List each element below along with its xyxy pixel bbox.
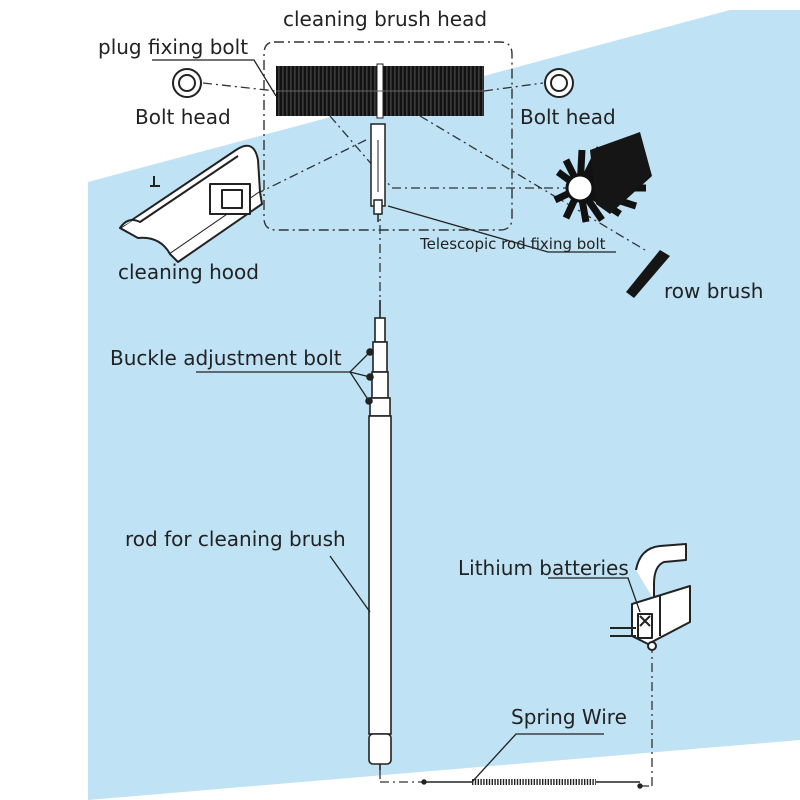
label-lithium-batteries: Lithium batteries: [458, 556, 629, 580]
spring-wire: [421, 779, 643, 789]
label-cleaning-brush-head: cleaning brush head: [283, 7, 488, 31]
leader-lines: [152, 59, 641, 783]
label-cleaning-hood: cleaning hood: [118, 260, 259, 284]
lithium-battery: [610, 543, 691, 651]
label-rod-for-cleaning-brush: rod for cleaning brush: [125, 527, 346, 551]
background-panel: [88, 10, 800, 800]
label-bolt-head-left: Bolt head: [135, 105, 231, 129]
label-bolt-head-right: Bolt head: [520, 105, 616, 129]
cleaning-hood: [119, 144, 263, 263]
label-buckle-adjustment-bolt: Buckle adjustment bolt: [110, 346, 342, 370]
bolt-head-right-icon: [544, 68, 574, 98]
row-brush-round-icon: [553, 132, 652, 223]
telescopic-rod: [365, 300, 392, 770]
label-spring-wire: Spring Wire: [511, 705, 627, 729]
brush-head-frame: [263, 41, 513, 231]
rod-connector: [370, 123, 386, 222]
label-plug-fixing-bolt: plug fixing bolt: [98, 35, 249, 59]
label-telescopic-rod-fixing-bolt: Telescopic rod fixing bolt: [420, 235, 606, 253]
brush-head: [276, 63, 484, 119]
label-row-brush: row brush: [664, 279, 764, 303]
bolt-head-left-icon: [172, 68, 202, 98]
row-brush-strip: [626, 250, 670, 298]
